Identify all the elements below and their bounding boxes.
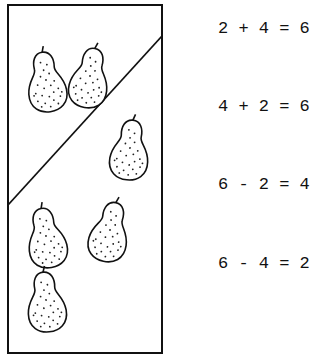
- pear: [22, 44, 69, 115]
- pear: [23, 264, 68, 334]
- pear: [108, 112, 153, 182]
- pear: [66, 39, 115, 111]
- equation-label: 4 + 2 = 6: [218, 98, 310, 115]
- equation-label: 6 - 2 = 4: [218, 176, 310, 193]
- frame: [8, 5, 162, 353]
- equation-label: 2 + 4 = 6: [218, 20, 310, 37]
- pear: [21, 199, 70, 271]
- pear: [85, 193, 136, 265]
- divider-line: [8, 36, 162, 205]
- equation-label: 6 - 4 = 2: [218, 255, 310, 272]
